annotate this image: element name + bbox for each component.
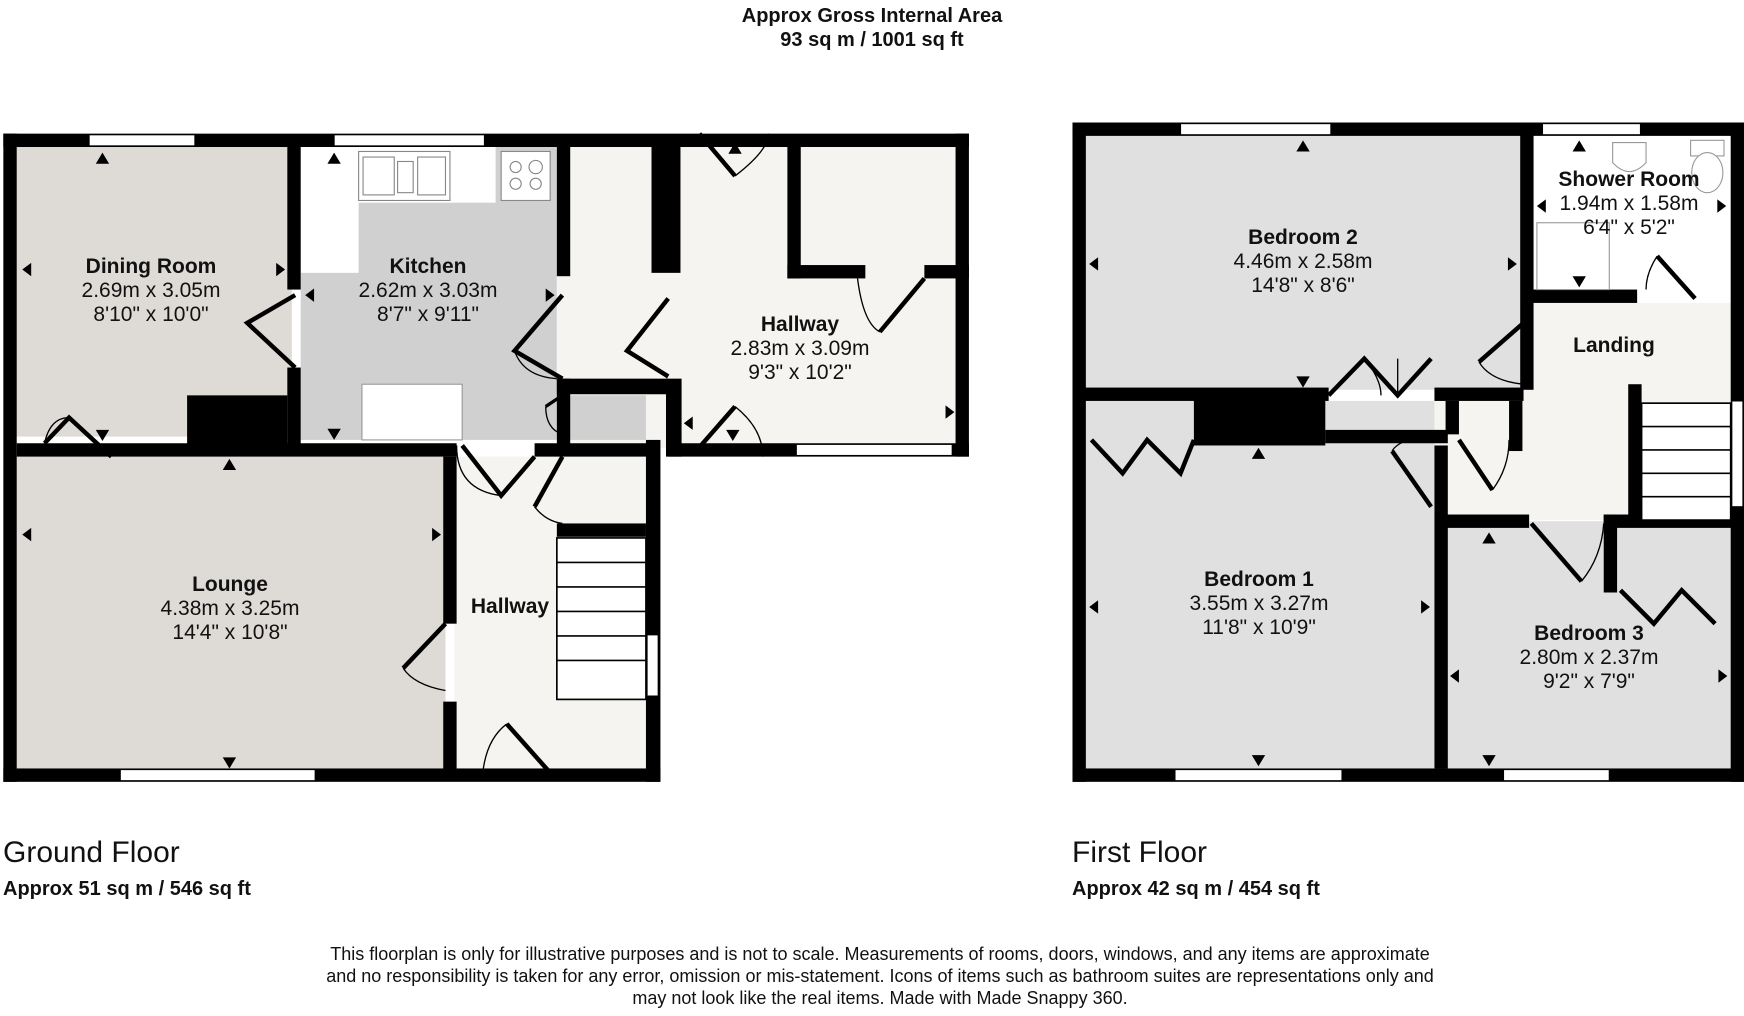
toilet-bowl-icon [1691, 152, 1724, 194]
room-bedroom-2: Bedroom 2 4.46m x 2.58m 14'8" x 8'6" [1234, 226, 1373, 298]
room-name: Kitchen [389, 255, 467, 278]
floor-name: Ground Floor [3, 836, 180, 869]
room-name: Dining Room [85, 255, 217, 278]
gross-area-title: Approx Gross Internal Area [741, 5, 1003, 27]
room-imperial: 9'2" x 7'9" [1543, 670, 1635, 693]
room-metric: 2.83m x 3.09m [730, 337, 870, 360]
disclaimer-line: and no responsibility is taken for any e… [326, 966, 1434, 986]
shower-tray-icon [1536, 222, 1610, 291]
ground-floor-caption: Ground Floor Approx 51 sq m / 546 sq ft [3, 836, 251, 902]
room-name: Bedroom 2 [1248, 226, 1358, 249]
room-metric: 2.69m x 3.05m [81, 279, 221, 302]
measure-arrows [22, 142, 955, 769]
dining-room-floor [13, 144, 292, 437]
room-name: Lounge [192, 573, 268, 596]
gross-area-value: 93 sq m / 1001 sq ft [780, 29, 964, 51]
floor-name: First Floor [1072, 836, 1207, 869]
floor-area: Approx 51 sq m / 546 sq ft [3, 878, 251, 900]
lounge-floor [13, 456, 446, 769]
room-metric: 4.38m x 3.25m [160, 597, 300, 620]
first-floor-measure-arrows [1089, 140, 1728, 767]
first-floor-stairs [1640, 402, 1732, 521]
kitchen-sink-icon [358, 150, 451, 202]
room-kitchen: Kitchen 2.62m x 3.03m 8'7" x 9'11" [359, 255, 498, 327]
bedroom-1-floor [1083, 400, 1435, 769]
room-name: Hallway [470, 595, 550, 618]
hob-icon [500, 150, 551, 202]
gross-area-heading: Approx Gross Internal Area 93 sq m / 100… [0, 4, 1744, 52]
room-bedroom-3: Bedroom 3 2.80m x 2.37m 9'2" x 7'9" [1520, 622, 1659, 694]
room-imperial: 14'8" x 8'6" [1251, 274, 1355, 297]
room-imperial: 11'8" x 10'9" [1202, 616, 1316, 639]
room-metric: 3.55m x 3.27m [1189, 592, 1329, 615]
disclaimer: This floorplan is only for illustrative … [280, 943, 1480, 1009]
first-floor-caption: First Floor Approx 42 sq m / 454 sq ft [1072, 836, 1320, 902]
room-imperial: 6'4" x 5'2" [1583, 216, 1675, 239]
room-name: Bedroom 3 [1534, 622, 1644, 645]
bedroom-2-floor [1083, 133, 1522, 390]
room-dining-room: Dining Room 2.69m x 3.05m 8'10" x 10'0" [82, 255, 221, 327]
room-name: Shower Room [1558, 168, 1700, 191]
room-imperial: 8'10" x 10'0" [93, 303, 209, 326]
disclaimer-line: may not look like the real items. Made w… [632, 988, 1128, 1008]
room-metric: 4.46m x 2.58m [1233, 250, 1373, 273]
room-lounge: Lounge 4.38m x 3.25m 14'4" x 10'8" [161, 573, 300, 645]
first-floor-plan [1072, 122, 1744, 782]
room-bedroom-1: Bedroom 1 3.55m x 3.27m 11'8" x 10'9" [1190, 568, 1329, 640]
room-name: Landing [1573, 334, 1655, 357]
room-shower-room: Shower Room 1.94m x 1.58m 6'4" x 5'2" [1558, 168, 1699, 240]
room-imperial: 9'3" x 10'2" [748, 361, 852, 384]
room-metric: 2.62m x 3.03m [358, 279, 498, 302]
room-hallway-upper: Hallway 2.83m x 3.09m 9'3" x 10'2" [731, 313, 870, 385]
room-imperial: 8'7" x 9'11" [377, 303, 479, 326]
disclaimer-line: This floorplan is only for illustrative … [330, 944, 1430, 964]
room-metric: 2.80m x 2.37m [1519, 646, 1659, 669]
room-name: Bedroom 1 [1204, 568, 1314, 591]
room-metric: 1.94m x 1.58m [1559, 192, 1699, 215]
room-imperial: 14'4" x 10'8" [172, 621, 288, 644]
room-landing: Landing [1573, 334, 1655, 358]
bedroom-3-floor [1445, 521, 1732, 769]
ground-floor-plan [3, 132, 969, 782]
floor-area: Approx 42 sq m / 454 sq ft [1072, 878, 1320, 900]
basin-icon [1612, 141, 1647, 173]
room-name: Hallway [760, 313, 840, 336]
room-hallway-lower: Hallway [471, 595, 549, 619]
